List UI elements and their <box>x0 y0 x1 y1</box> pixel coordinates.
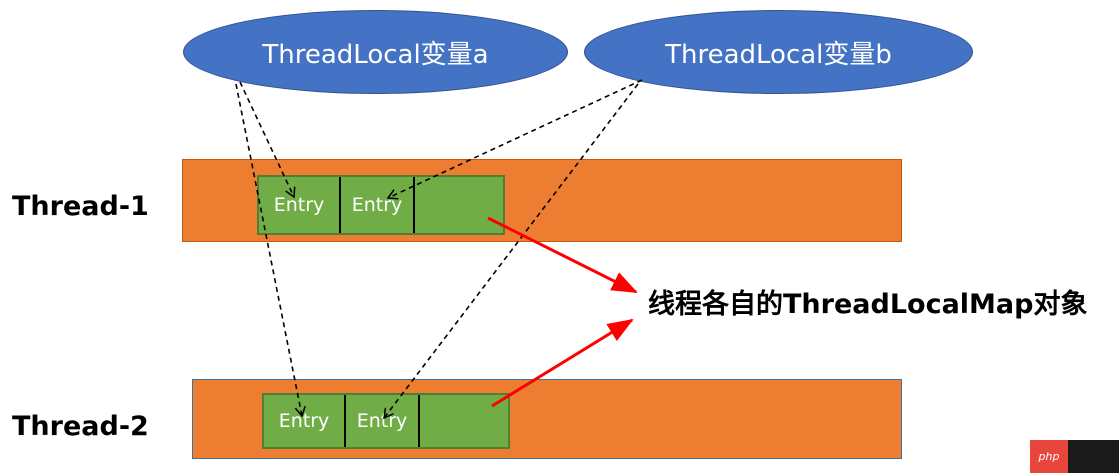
dashed-arrow-a-to-thread2 <box>235 83 306 418</box>
thread-1-entry-2: Entry <box>341 177 415 233</box>
threadlocal-variable-b: ThreadLocal变量b <box>584 10 973 94</box>
red-arrow-thread1-to-caption <box>487 216 638 294</box>
thread-2-entry-2: Entry <box>346 395 420 447</box>
dashed-arrow-b-to-thread1 <box>386 79 643 200</box>
php-watermark-text: php <box>1030 440 1068 473</box>
threadlocalmap-caption: 线程各自的ThreadLocalMap对象 <box>648 289 1088 320</box>
threadlocal-variable-a-label: ThreadLocal变量a <box>262 39 489 70</box>
thread-1-map: Entry Entry <box>257 175 505 235</box>
php-watermark: php <box>1030 440 1119 473</box>
php-watermark-dark <box>1068 440 1119 473</box>
thread-2-label: Thread-2 <box>12 411 149 442</box>
threadlocal-variable-b-label: ThreadLocal变量b <box>665 39 892 70</box>
dashed-arrow-a-to-thread1 <box>239 81 296 199</box>
red-arrow-thread2-to-caption <box>491 318 634 408</box>
thread-1-entry-1: Entry <box>259 177 341 233</box>
dashed-arrow-b-to-thread2 <box>383 83 639 420</box>
thread-2-map: Entry Entry <box>262 393 510 449</box>
thread-1-label: Thread-1 <box>12 191 149 222</box>
thread-2-entry-1: Entry <box>264 395 346 447</box>
threadlocal-variable-a: ThreadLocal变量a <box>183 10 568 94</box>
